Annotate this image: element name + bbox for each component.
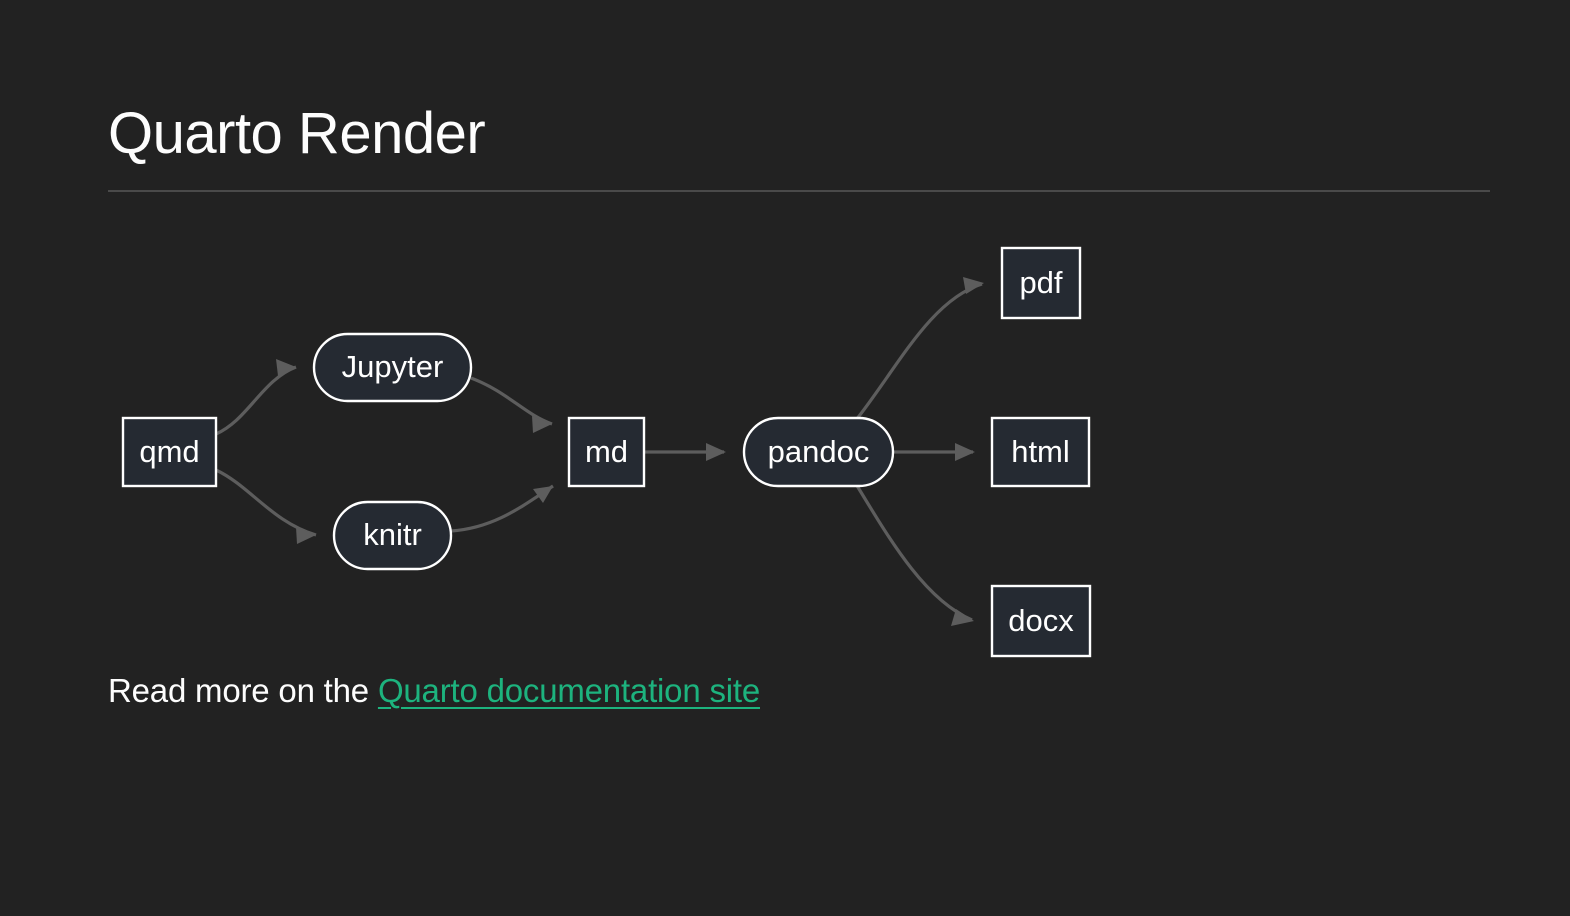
node-label: pandoc xyxy=(768,434,870,469)
node-shape-rect xyxy=(990,416,1091,488)
arrowhead xyxy=(296,527,316,544)
node-shape-rect xyxy=(1000,246,1082,320)
node-qmd[interactable]: qmd xyxy=(121,416,218,488)
node-knitr[interactable]: knitr xyxy=(332,500,453,571)
arrowhead xyxy=(963,277,984,294)
edge-pandoc-to-html xyxy=(893,443,975,461)
node-shape-stadium xyxy=(742,416,895,488)
node-pandoc[interactable]: pandoc xyxy=(742,416,895,488)
edge-pandoc-to-pdf xyxy=(854,277,984,421)
edge-path xyxy=(470,376,553,426)
node-jupyter[interactable]: Jupyter xyxy=(312,332,473,403)
node-label: md xyxy=(585,434,628,469)
edge-path xyxy=(215,468,317,537)
edge-path xyxy=(215,365,297,436)
node-label: pdf xyxy=(1019,265,1062,300)
node-shape-rect xyxy=(121,416,218,488)
node-md[interactable]: md xyxy=(567,416,646,488)
page-title: Quarto Render xyxy=(108,101,486,166)
node-shape-stadium xyxy=(312,332,473,403)
arrowhead xyxy=(532,416,552,433)
footer-lead-text: Read more on the xyxy=(108,672,378,709)
quarto-documentation-link[interactable]: Quarto documentation site xyxy=(377,672,760,709)
node-pdf[interactable]: pdf xyxy=(1000,246,1082,320)
arrowhead xyxy=(276,359,296,376)
node-label: docx xyxy=(1008,603,1074,638)
edge-qmd-to-jupyter xyxy=(215,359,297,436)
arrowhead xyxy=(951,609,974,626)
footer-paragraph: Read more on the Quarto documentation si… xyxy=(108,672,760,710)
node-label: html xyxy=(1011,434,1070,469)
node-shape-stadium xyxy=(332,500,453,571)
node-label: knitr xyxy=(363,517,422,552)
edge-pandoc-to-docx xyxy=(854,483,974,626)
node-shape-rect xyxy=(990,584,1092,658)
arrowhead xyxy=(955,443,975,461)
node-docx[interactable]: docx xyxy=(990,584,1092,658)
edge-qmd-to-knitr xyxy=(215,468,317,544)
node-label: Jupyter xyxy=(342,349,444,384)
edge-knitr-to-md xyxy=(450,484,554,533)
arrowhead xyxy=(706,443,726,461)
edge-path xyxy=(854,282,983,421)
edge-md-to-pandoc xyxy=(644,443,726,461)
node-html[interactable]: html xyxy=(990,416,1091,488)
node-shape-rect xyxy=(567,416,646,488)
edge-path xyxy=(854,483,973,622)
arrowhead xyxy=(533,486,553,503)
title-divider xyxy=(108,190,1490,192)
node-label: qmd xyxy=(139,434,199,469)
edge-jupyter-to-md xyxy=(470,376,553,433)
